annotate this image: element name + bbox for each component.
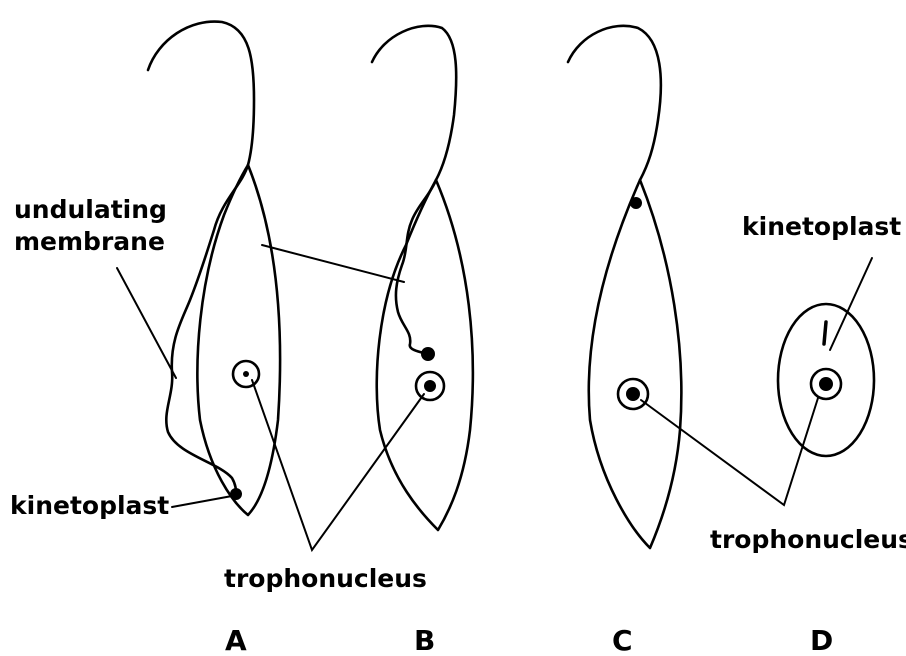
figure-c-nucleus-dot <box>626 387 640 401</box>
figure-d-kinetoplast <box>824 322 826 344</box>
leader-undulating-to-a <box>117 268 176 378</box>
figure-b-nucleus-dot <box>424 380 436 392</box>
figure-b-flagellum <box>372 26 456 180</box>
label-kinetoplast-right: kinetoplast <box>742 212 901 241</box>
figure-letter-d: D <box>810 624 833 656</box>
figure-a-kinetoplast <box>230 488 242 500</box>
figure-letter-a: A <box>225 624 247 656</box>
figure-c-body <box>589 180 682 548</box>
figure-d <box>778 304 874 456</box>
figure-c <box>568 26 681 548</box>
label-undulating: undulating <box>14 195 167 224</box>
figure-a-flagellum <box>148 22 254 165</box>
figure-letter-c: C <box>612 624 633 656</box>
leader-undulating-to-b <box>262 245 404 282</box>
figure-a-nucleus-dot <box>243 371 249 377</box>
label-kinetoplast-left: kinetoplast <box>10 491 169 520</box>
figure-c-flagellum <box>568 26 661 180</box>
figure-b-undulating-membrane <box>396 180 436 354</box>
leader-trophonucleus-right <box>641 398 818 505</box>
label-membrane: membrane <box>14 227 165 256</box>
leader-kinetoplast-to-a <box>172 496 232 507</box>
figure-letter-b: B <box>414 624 435 656</box>
figure-c-kinetoplast <box>630 197 642 209</box>
figure-b-kinetoplast <box>421 347 435 361</box>
label-trophonucleus-center: trophonucleus <box>224 564 427 593</box>
leader-lines <box>117 245 872 550</box>
figure-d-nucleus-dot <box>819 377 833 391</box>
label-trophonucleus-right: trophonucleus <box>710 525 906 554</box>
figure-a <box>148 22 280 515</box>
